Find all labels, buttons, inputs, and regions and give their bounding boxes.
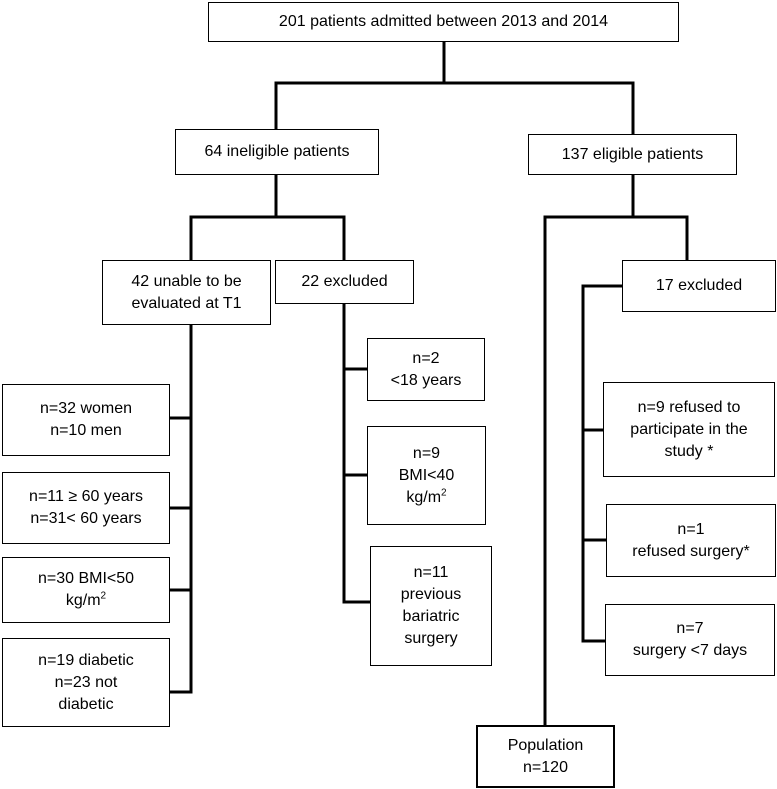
eligible-patients-box: 137 eligible patients xyxy=(528,134,737,175)
sex-breakdown-box: n=32 women n=10 men xyxy=(2,384,170,456)
previous-bariatric-line-2: previous xyxy=(400,586,462,603)
men-count: n=10 men xyxy=(50,422,122,439)
refused-surgery-box: n=1 refused surgery* xyxy=(606,504,776,577)
bmi-50-line-1: n=30 BMI<50 xyxy=(37,570,135,587)
bmi-50-box: n=30 BMI<50 kg/m2 xyxy=(2,557,170,623)
bmi-40-unit-base: kg/m xyxy=(406,488,442,506)
bmi-40-unit: kg/m2 xyxy=(406,487,446,509)
age-breakdown-box: n=11 ≥ 60 years n=31< 60 years xyxy=(2,472,170,544)
refused-study-box: n=9 refused to participate in the study … xyxy=(603,382,775,477)
excluded-22-box: 22 excluded xyxy=(275,260,414,304)
population-count: n=120 xyxy=(523,758,568,776)
admitted-patients-text: 201 patients admitted between 2013 and 2… xyxy=(278,13,609,30)
population-label: Population xyxy=(507,736,584,754)
bmi-50-unit-exponent: 2 xyxy=(100,590,107,602)
unable-evaluated-line-2: evaluated at T1 xyxy=(131,294,242,312)
unable-evaluated-line-1: 42 unable to be xyxy=(131,272,242,290)
population-box: Population n=120 xyxy=(476,725,615,788)
surgery-7-days-line-1: n=7 xyxy=(676,620,704,637)
ineligible-patients-text: 64 ineligible patients xyxy=(204,143,350,160)
diabetic-line-2: n=23 not xyxy=(54,673,118,691)
under-18-box: n=2 <18 years xyxy=(367,338,485,401)
under-18-line-1: n=2 xyxy=(412,349,440,367)
bmi-40-unit-exponent: 2 xyxy=(441,487,447,499)
excluded-17-box: 17 excluded xyxy=(622,260,776,312)
bmi-50-unit: kg/m2 xyxy=(66,590,106,612)
diabetic-line-1: n=19 diabetic xyxy=(38,651,134,669)
age-over-60-count: n=11 ≥ 60 years xyxy=(29,488,143,505)
unable-evaluated-box: 42 unable to be evaluated at T1 xyxy=(102,260,271,325)
previous-bariatric-line-1: n=11 xyxy=(413,564,449,581)
diabetic-line-3: diabetic xyxy=(58,695,114,713)
diabetic-box: n=19 diabetic n=23 not diabetic xyxy=(2,638,170,727)
refused-study-line-1: n=9 refused to xyxy=(637,398,741,416)
refused-surgery-line-1: n=1 xyxy=(677,520,705,538)
excluded-17-text: 17 excluded xyxy=(655,277,743,294)
refused-surgery-line-2: refused surgery* xyxy=(632,542,750,560)
excluded-22-text: 22 excluded xyxy=(301,273,388,290)
bmi-50-unit-base: kg/m xyxy=(65,592,101,609)
refused-study-line-3: study * xyxy=(664,442,714,460)
refused-study-line-2: participate in the xyxy=(630,420,748,438)
previous-bariatric-line-3: bariatric xyxy=(402,608,460,625)
ineligible-patients-box: 64 ineligible patients xyxy=(175,129,379,175)
age-under-60-count: n=31< 60 years xyxy=(30,510,142,527)
previous-bariatric-line-4: surgery xyxy=(404,630,458,647)
bmi-40-line-2: BMI<40 xyxy=(398,466,455,484)
previous-bariatric-box: n=11 previous bariatric surgery xyxy=(370,546,492,666)
surgery-7-days-box: n=7 surgery <7 days xyxy=(605,604,775,676)
surgery-7-days-line-2: surgery <7 days xyxy=(632,642,748,659)
under-18-line-2: <18 years xyxy=(390,371,462,389)
women-count: n=32 women xyxy=(39,400,133,417)
bmi-40-line-1: n=9 xyxy=(412,444,441,462)
eligible-patients-text: 137 eligible patients xyxy=(561,145,704,163)
admitted-patients-box: 201 patients admitted between 2013 and 2… xyxy=(208,2,679,42)
bmi-40-box: n=9 BMI<40 kg/m2 xyxy=(367,426,486,525)
